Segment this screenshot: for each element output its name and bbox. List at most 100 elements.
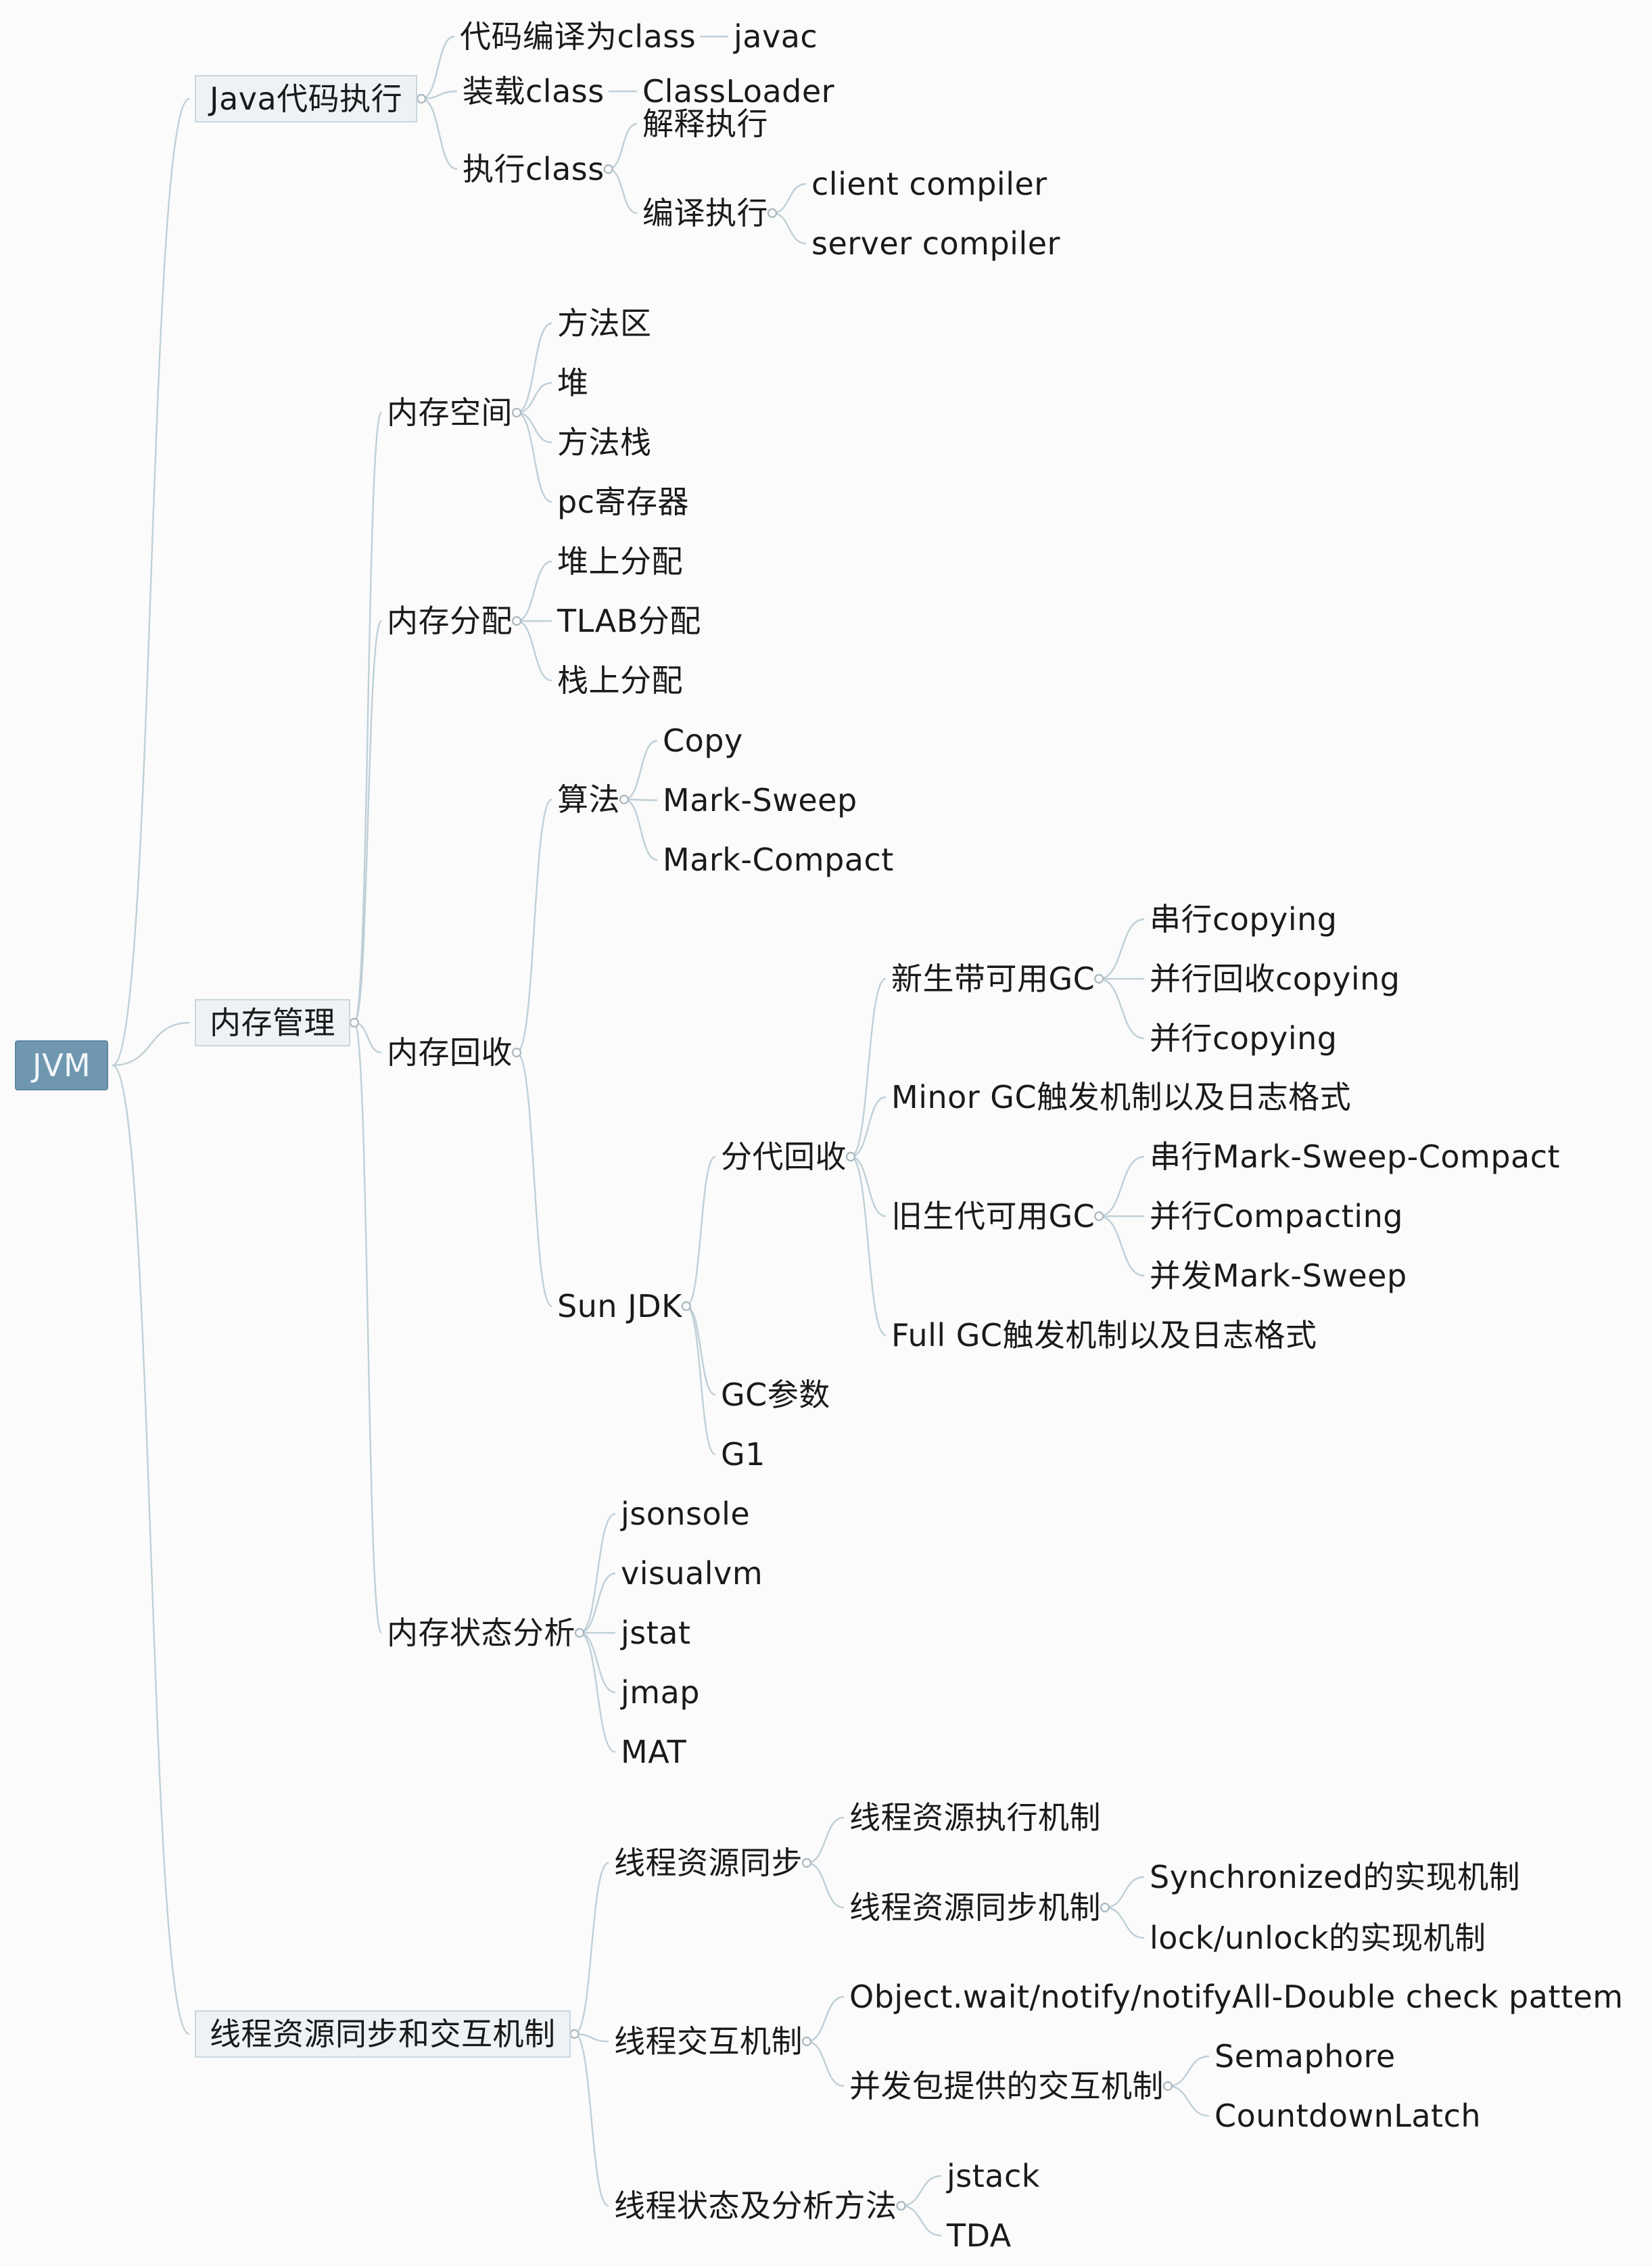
- collapse-toggle-icon[interactable]: [845, 1151, 856, 1162]
- node-client-compiler[interactable]: client compiler: [811, 166, 1047, 202]
- node-heap[interactable]: 堆: [557, 365, 589, 401]
- connector-node-java-exec-node-load-class: [421, 90, 458, 100]
- node-g1[interactable]: G1: [721, 1436, 765, 1473]
- node-young-gc[interactable]: 新生带可用GC: [891, 961, 1095, 997]
- node-lock-unlock-impl[interactable]: lock/unlock的实现机制: [1150, 1920, 1486, 1956]
- connector-root-node-jvm-node-java-exec: [112, 97, 190, 1067]
- collapse-toggle-icon[interactable]: [417, 93, 427, 104]
- node-serial-msc[interactable]: 串行Mark-Sweep-Compact: [1150, 1138, 1561, 1175]
- node-java-exec[interactable]: Java代码执行: [195, 75, 418, 122]
- collapse-toggle-icon[interactable]: [603, 164, 613, 175]
- node-memory-space[interactable]: 内存空间: [387, 394, 513, 431]
- node-concurrent-interact[interactable]: 并发包提供的交互机制: [849, 2068, 1164, 2104]
- node-thread-state[interactable]: 线程状态及分析方法: [614, 2188, 897, 2224]
- node-thread-sync-mech[interactable]: 线程资源同步机制: [849, 1889, 1101, 1926]
- node-gc-params[interactable]: GC参数: [721, 1377, 830, 1413]
- node-wait-notify[interactable]: Object.wait/notify/notifyAll-Double chec…: [849, 1979, 1624, 2015]
- node-heap-alloc[interactable]: 堆上分配: [557, 543, 683, 580]
- node-javac[interactable]: javac: [734, 18, 818, 55]
- node-sun-jdk[interactable]: Sun JDK: [557, 1288, 682, 1324]
- node-concurrent-mark-sweep[interactable]: 并发Mark-Sweep: [1150, 1257, 1407, 1294]
- node-thread-interact[interactable]: 线程交互机制: [614, 2023, 803, 2060]
- connector-node-generational-node-young-gc: [850, 977, 887, 1158]
- node-serial-copying[interactable]: 串行copying: [1150, 901, 1338, 938]
- node-old-gc[interactable]: 旧生代可用GC: [891, 1198, 1095, 1234]
- node-memory-alloc[interactable]: 内存分配: [387, 603, 513, 639]
- connector-node-algorithm-node-copy: [623, 739, 658, 801]
- node-jsonsole[interactable]: jsonsole: [621, 1496, 751, 1532]
- node-method-stack[interactable]: 方法栈: [557, 424, 652, 461]
- collapse-toggle-icon[interactable]: [569, 2029, 580, 2039]
- connector-node-memory-space-node-pc-register: [516, 411, 552, 503]
- collapse-toggle-icon[interactable]: [801, 2036, 812, 2047]
- collapse-toggle-icon[interactable]: [349, 1017, 360, 1028]
- node-synchronized-impl[interactable]: Synchronized的实现机制: [1150, 1859, 1521, 1895]
- connector-root-node-jvm-node-thread-sync-interact: [112, 1064, 190, 2035]
- node-memory-analysis[interactable]: 内存状态分析: [387, 1615, 575, 1651]
- node-compile-class[interactable]: 代码编译为class: [460, 18, 697, 55]
- collapse-toggle-icon[interactable]: [1162, 2081, 1173, 2091]
- connector-node-generational-node-full-gc: [850, 1155, 887, 1337]
- node-pc-register[interactable]: pc寄存器: [557, 484, 689, 520]
- connector-node-concurrent-interact-node-countdownlatch: [1167, 2085, 1210, 2117]
- connector-node-thread-sync-mech-node-lock-unlock-impl: [1104, 1906, 1145, 1939]
- node-thread-sync[interactable]: 线程资源同步: [614, 1845, 803, 1881]
- node-mark-compact[interactable]: Mark-Compact: [663, 841, 894, 878]
- node-mark-sweep[interactable]: Mark-Sweep: [663, 782, 857, 818]
- node-stack-alloc[interactable]: 栈上分配: [557, 662, 683, 699]
- node-classloader[interactable]: ClassLoader: [642, 73, 835, 110]
- connector-node-memory-analysis-node-jmap: [579, 1632, 616, 1694]
- node-thread-sync-interact[interactable]: 线程资源同步和交互机制: [195, 2010, 571, 2058]
- node-parallel-copying[interactable]: 并行copying: [1150, 1020, 1338, 1057]
- node-parallel-compacting[interactable]: 并行Compacting: [1150, 1198, 1403, 1234]
- collapse-toggle-icon[interactable]: [1094, 973, 1104, 984]
- root-node-jvm[interactable]: JVM: [15, 1040, 109, 1090]
- connector-node-young-gc-node-parallel-copying: [1099, 977, 1145, 1040]
- connector-node-execute-class-node-compiled-exec: [608, 168, 638, 214]
- collapse-toggle-icon[interactable]: [896, 2200, 906, 2211]
- node-tda[interactable]: TDA: [947, 2217, 1012, 2254]
- collapse-toggle-icon[interactable]: [1100, 1902, 1110, 1913]
- node-interpret[interactable]: 解释执行: [642, 106, 768, 142]
- node-load-class[interactable]: 装载class: [463, 73, 605, 110]
- node-tlab-alloc[interactable]: TLAB分配: [557, 603, 701, 639]
- node-method-area[interactable]: 方法区: [557, 305, 652, 342]
- node-server-compiler[interactable]: server compiler: [811, 225, 1060, 262]
- node-memory-gc[interactable]: 内存回收: [387, 1034, 513, 1071]
- collapse-toggle-icon[interactable]: [511, 616, 522, 626]
- node-execute-class[interactable]: 执行class: [463, 151, 605, 187]
- collapse-toggle-icon[interactable]: [801, 1857, 812, 1868]
- node-countdownlatch[interactable]: CountdownLatch: [1214, 2098, 1482, 2134]
- connector-node-memory-space-node-method-area: [516, 322, 552, 414]
- collapse-toggle-icon[interactable]: [767, 208, 778, 218]
- node-jstack[interactable]: jstack: [947, 2158, 1040, 2194]
- node-semaphore[interactable]: Semaphore: [1214, 2038, 1396, 2075]
- collapse-toggle-icon[interactable]: [1094, 1211, 1104, 1222]
- node-full-gc[interactable]: Full GC触发机制以及日志格式: [891, 1317, 1317, 1354]
- connector-node-young-gc-node-serial-copying: [1099, 918, 1145, 980]
- collapse-toggle-icon[interactable]: [511, 1047, 522, 1058]
- node-jmap[interactable]: jmap: [621, 1674, 700, 1711]
- node-compiled-exec[interactable]: 编译执行: [642, 195, 768, 231]
- connector-node-execute-class-node-interpret: [608, 122, 638, 170]
- node-mat[interactable]: MAT: [621, 1734, 687, 1770]
- node-jstat[interactable]: jstat: [621, 1615, 691, 1651]
- node-thread-exec-mech[interactable]: 线程资源执行机制: [849, 1799, 1101, 1836]
- collapse-toggle-icon[interactable]: [511, 407, 522, 418]
- node-memory-management[interactable]: 内存管理: [195, 999, 350, 1046]
- collapse-toggle-icon[interactable]: [574, 1627, 585, 1638]
- collapse-toggle-icon[interactable]: [681, 1301, 691, 1312]
- node-algorithm[interactable]: 算法: [557, 781, 620, 818]
- collapse-toggle-icon[interactable]: [619, 794, 630, 805]
- connector-node-memory-management-node-memory-analysis: [353, 1021, 383, 1634]
- node-parallel-scavenge-copying[interactable]: 并行回收copying: [1150, 961, 1400, 997]
- node-visualvm[interactable]: visualvm: [621, 1555, 763, 1592]
- node-copy[interactable]: Copy: [663, 722, 743, 759]
- connector-node-java-exec-node-execute-class: [421, 97, 458, 170]
- connector-node-java-exec-node-compile-class: [421, 35, 455, 100]
- connector-node-memory-alloc-node-stack-alloc: [516, 620, 552, 682]
- connector-node-memory-management-node-memory-alloc: [353, 620, 383, 1024]
- node-minor-gc[interactable]: Minor GC触发机制以及日志格式: [891, 1079, 1352, 1115]
- node-generational[interactable]: 分代回收: [721, 1138, 847, 1175]
